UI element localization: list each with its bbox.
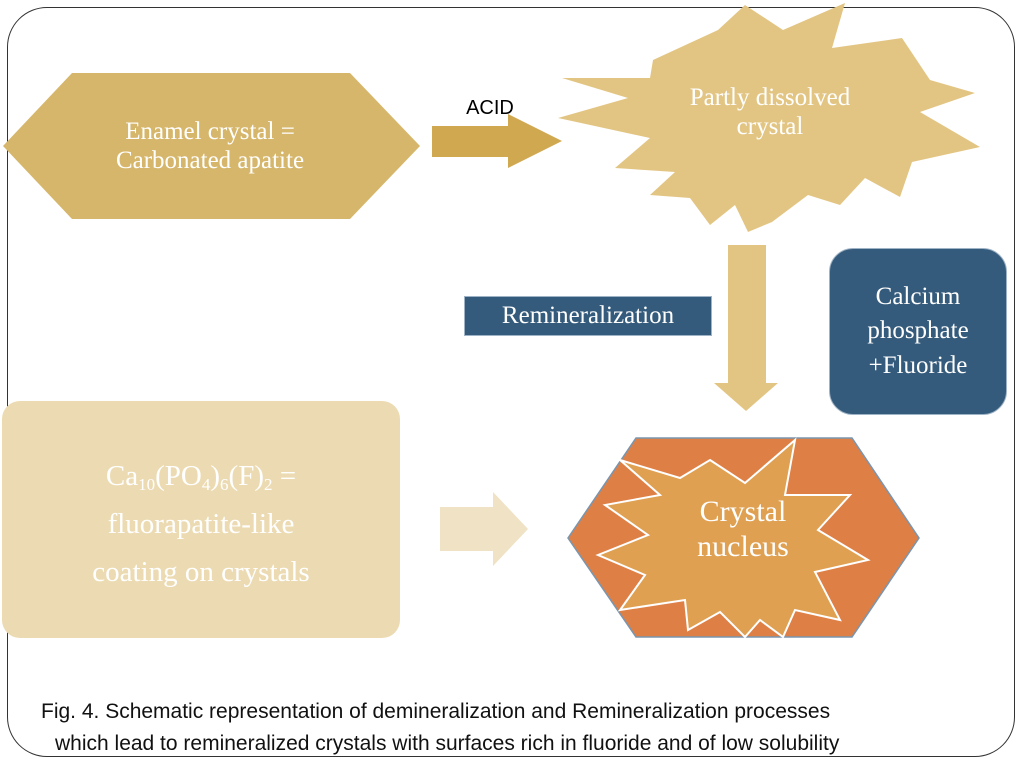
remineralization-box: Remineralization (464, 296, 712, 336)
caption-line2: which lead to remineralized crystals wit… (55, 732, 840, 755)
formula-po-sub: 4 (201, 475, 211, 494)
dissolved-line2: crystal (736, 112, 804, 140)
acid-arrow (432, 114, 562, 168)
nucleus-line2: nucleus (697, 530, 789, 564)
calcium-line2: phosphate (867, 317, 969, 345)
formula-po-close: ) (210, 460, 221, 492)
formula-ca: Ca (105, 460, 139, 492)
enamel-line1: Enamel crystal = (125, 118, 295, 145)
enamel-crystal-label: Enamel crystal = Carbonated apatite (80, 118, 340, 176)
formula-f-sub: 2 (263, 475, 273, 494)
slide-frame (7, 7, 1015, 757)
nucleus-star (595, 437, 871, 639)
fluorapatite-box (2, 401, 400, 638)
crystal-nucleus-label: Crystal nucleus (643, 494, 843, 564)
dissolved-crystal-label: Partly dissolved crystal (660, 84, 880, 142)
fluorapatite-line2: fluorapatite-like (107, 508, 295, 540)
formula-po-close-sub: 6 (220, 475, 229, 494)
fluorapatite-label: Ca10(PO4)6(F)2 = fluorapatite-like coati… (2, 452, 400, 596)
calcium-line1: Calcium (875, 282, 961, 310)
formula-ca-sub: 10 (138, 475, 156, 494)
formula-eq: = (272, 460, 297, 492)
nucleus-line1: Crystal (699, 495, 787, 528)
calcium-line3: +Fluoride (868, 351, 968, 379)
caption-line1: Fig. 4. Schematic representation of demi… (41, 700, 831, 723)
enamel-line2: Carbonated apatite (115, 146, 305, 174)
dissolved-starburst (558, 3, 980, 232)
fluorapatite-line3: coating on crystals (92, 556, 310, 588)
coating-arrow (440, 492, 528, 566)
acid-label: ACID (466, 97, 514, 119)
dissolved-line1: Partly dissolved (689, 84, 851, 111)
down-arrow (714, 245, 778, 411)
enamel-hexagon (3, 73, 420, 219)
figure-caption: Fig. 4. Schematic representation of demi… (41, 696, 1001, 760)
formula-f: (F) (228, 460, 264, 492)
formula-po: (PO (155, 460, 202, 492)
fluorapatite-formula: Ca10(PO4)6(F)2 = (2, 452, 400, 500)
calcium-phosphate-box: Calcium phosphate +Fluoride (829, 248, 1007, 415)
